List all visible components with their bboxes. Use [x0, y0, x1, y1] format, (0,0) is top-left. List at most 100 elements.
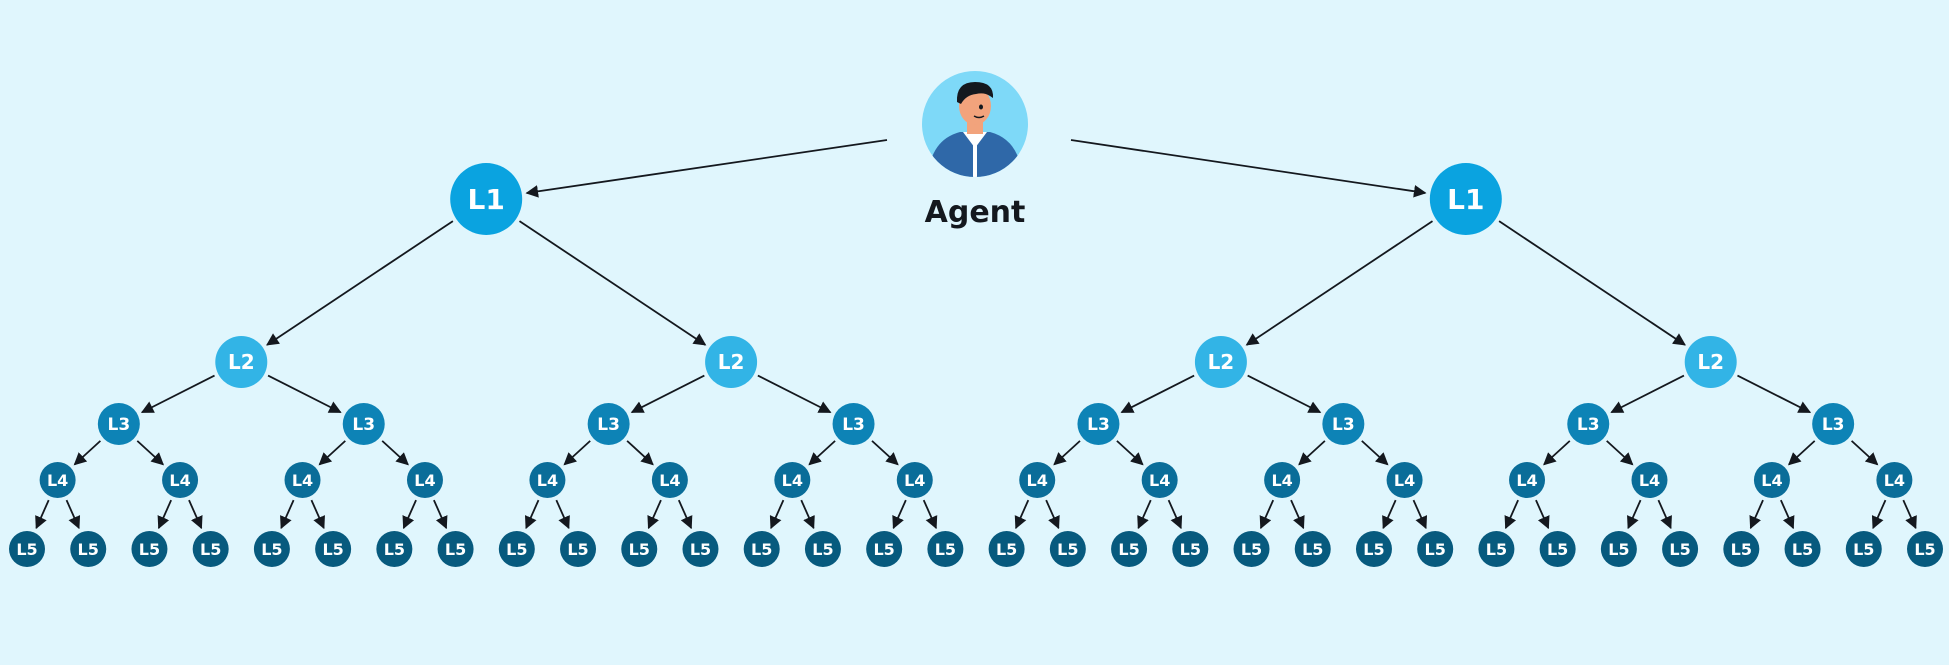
agent-label: Agent: [925, 195, 1026, 230]
node-label: L4: [414, 471, 435, 490]
edge-l4-to-l5: [310, 499, 325, 530]
node-l5: L5: [804, 531, 841, 567]
node-l3: L3: [1567, 403, 1610, 445]
node-l5: L5: [560, 531, 597, 567]
agent-avatar-icon: [922, 71, 1028, 177]
node-label: L3: [597, 415, 620, 435]
node-l4: L4: [896, 462, 933, 498]
node-label: L5: [261, 540, 282, 559]
node-l3: L3: [587, 403, 630, 445]
node-label: L5: [16, 540, 37, 559]
node-label: L4: [659, 471, 680, 490]
node-circle: [1662, 531, 1699, 567]
node-l3: L3: [342, 403, 385, 445]
edge-l4-to-l5: [433, 499, 448, 530]
edge-l4-to-l5: [65, 499, 81, 530]
edge-l4-to-l5: [647, 499, 662, 530]
node-label: L4: [1271, 471, 1292, 490]
node-label: L5: [1057, 540, 1078, 559]
agent-node: Agent: [922, 71, 1028, 230]
edge-l4-to-l5: [280, 499, 295, 530]
node-l5: L5: [1417, 531, 1454, 567]
node-l3: L3: [1077, 403, 1120, 445]
edge-l4-to-l5: [769, 499, 785, 530]
node-circle: [1077, 403, 1120, 445]
edge-l4-to-l5: [555, 499, 570, 530]
edge-l1-to-l2: [518, 220, 707, 346]
node-l5: L5: [1723, 531, 1760, 567]
node-l5: L5: [682, 531, 719, 567]
edge-l1-to-l2: [1498, 220, 1686, 346]
edge-l4-to-l5: [1504, 499, 1519, 530]
node-circle: [621, 531, 658, 567]
node-circle: [1845, 531, 1882, 567]
edge-l2-to-l3: [1737, 374, 1812, 414]
edge-l1-to-l2: [1245, 220, 1434, 346]
node-circle: [1322, 403, 1365, 445]
node-circle: [988, 531, 1025, 567]
node-l5: L5: [743, 531, 780, 567]
node-circle: [342, 403, 385, 445]
node-label: L5: [996, 540, 1017, 559]
node-circle: [97, 403, 140, 445]
node-l4: L4: [774, 462, 811, 498]
node-circle: [192, 531, 229, 567]
edge-l4-to-l5: [1657, 499, 1672, 530]
node-label: L2: [1697, 350, 1724, 374]
node-l4: L4: [529, 462, 566, 498]
edge-l4-to-l5: [1780, 499, 1795, 530]
node-label: L5: [1425, 540, 1446, 559]
node-label: L2: [228, 350, 255, 374]
node-label: L4: [1027, 471, 1048, 490]
node-l4: L4: [162, 462, 199, 498]
node-l5: L5: [1784, 531, 1821, 567]
node-label: L2: [1208, 350, 1235, 374]
node-circle: [284, 462, 321, 498]
node-label: L5: [1241, 540, 1262, 559]
node-circle: [9, 531, 45, 567]
node-label: L5: [1118, 540, 1139, 559]
node-l2: L2: [705, 336, 758, 388]
node-circle: [1417, 531, 1454, 567]
edge-l3-to-l4: [381, 440, 409, 466]
edge-l4-to-l5: [1014, 499, 1030, 530]
edge-l3-to-l4: [871, 440, 899, 466]
node-circle: [743, 531, 780, 567]
node-circle: [1264, 462, 1301, 498]
node-circle: [1567, 403, 1610, 445]
node-circle: [376, 531, 413, 567]
node-l4: L4: [1876, 462, 1913, 498]
edge-l2-to-l3: [1610, 374, 1685, 414]
node-l3: L3: [97, 403, 140, 445]
node-label: L5: [1486, 540, 1507, 559]
node-circle: [1812, 403, 1855, 445]
node-label: L5: [139, 540, 160, 559]
node-circle: [1172, 531, 1209, 567]
edge-l4-to-l5: [1902, 499, 1917, 530]
node-circle: [1784, 531, 1821, 567]
node-circle: [1294, 531, 1331, 567]
node-label: L1: [1447, 183, 1484, 216]
edge-l2-to-l3: [1120, 374, 1195, 414]
node-label: L5: [935, 540, 956, 559]
node-l3: L3: [832, 403, 875, 445]
node-l5: L5: [9, 531, 45, 567]
node-l5: L5: [437, 531, 474, 567]
node-label: L1: [468, 183, 505, 216]
edge-l4-to-l5: [1259, 499, 1275, 530]
node-l5: L5: [1111, 531, 1148, 567]
node-l5: L5: [1294, 531, 1331, 567]
node-l5: L5: [1478, 531, 1515, 567]
edge-l4-to-l5: [402, 499, 417, 530]
node-label: L5: [812, 540, 833, 559]
node-circle: [774, 462, 811, 498]
node-l5: L5: [1355, 531, 1392, 567]
agent-to-l1-edge: [1070, 139, 1427, 198]
node-l4: L4: [651, 462, 688, 498]
node-label: L5: [1180, 540, 1201, 559]
node-l4: L4: [1264, 462, 1301, 498]
node-circle: [705, 336, 758, 388]
node-label: L5: [629, 540, 650, 559]
node-circle: [1194, 336, 1247, 388]
node-circle: [215, 336, 268, 388]
